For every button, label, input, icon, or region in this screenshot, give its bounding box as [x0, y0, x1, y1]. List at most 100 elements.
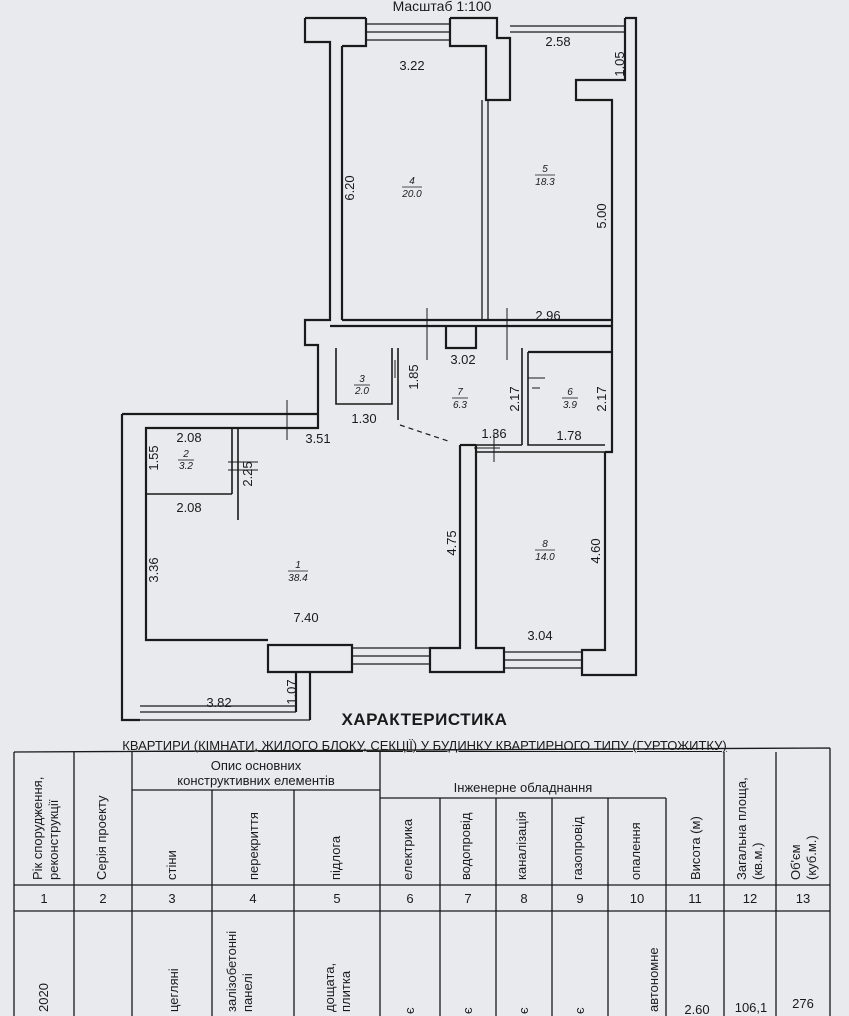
header-construct-line2: конструктивних елементів — [177, 773, 335, 788]
column-number: 8 — [520, 891, 527, 906]
header-area-line1: Загальна площа, — [734, 777, 749, 880]
dimension-label: 1.85 — [406, 364, 421, 389]
window-balcony — [140, 705, 310, 721]
dimension-label: 2.08 — [176, 430, 201, 445]
dimension-label: 3.36 — [146, 557, 161, 582]
header-walls: стіни — [164, 850, 179, 880]
cell-volume: 276 — [792, 996, 814, 1011]
table-frame — [13, 747, 831, 1016]
dimension-label: 1.30 — [351, 411, 376, 426]
window-room5 — [510, 25, 625, 33]
wall-pillar-top — [448, 16, 512, 102]
column-number: 1 — [40, 891, 47, 906]
dimension-label: 2.08 — [176, 500, 201, 515]
window-room8 — [504, 651, 582, 669]
column-number: 13 — [796, 891, 810, 906]
room-area: 18.3 — [535, 177, 555, 188]
wall-room8-top — [476, 444, 605, 453]
cell-water: є — [460, 1007, 475, 1014]
dimension-label: 5.00 — [594, 203, 609, 228]
column-number: 3 — [168, 891, 175, 906]
wall-room6 — [521, 348, 605, 446]
header-height: Висота (м) — [688, 816, 703, 880]
table-column-lines — [73, 752, 777, 1016]
dimension-label: 7.40 — [293, 610, 318, 625]
dimension-label: 6.20 — [342, 175, 357, 200]
wall-room3 — [335, 348, 393, 405]
cell-floor-line2: плитка — [338, 970, 353, 1012]
cell-heating: автономне — [646, 947, 661, 1012]
room-label-8: 8 14.0 — [535, 539, 555, 563]
door-marks-3 — [474, 432, 500, 462]
room-area: 2.0 — [354, 386, 369, 397]
room-number: 2 — [182, 449, 189, 460]
dimension-label: 4.75 — [444, 530, 459, 555]
header-year-line2: реконструкції — [46, 799, 61, 880]
room-area: 6.3 — [453, 400, 467, 411]
door-marks-2 — [228, 377, 545, 471]
column-number: 11 — [688, 891, 702, 906]
room-label-7: 7 6.3 — [452, 387, 468, 411]
wall-balcony-east — [294, 672, 312, 720]
column-number: 12 — [743, 891, 757, 906]
header-gas: газопровід — [570, 816, 585, 880]
cell-year: 2020 — [36, 983, 51, 1012]
dimension-label: 1.36 — [481, 426, 506, 441]
room-area: 38.4 — [288, 573, 308, 584]
door-marks — [286, 308, 508, 440]
window-room1 — [352, 647, 430, 665]
cell-walls: цегляні — [166, 968, 181, 1012]
dimension-label: 2.25 — [240, 461, 255, 486]
wall-room4-inner-west — [340, 18, 368, 320]
document-title: ХАРАКТЕРИСТИКА — [341, 710, 508, 729]
cell-height: 2.60 — [684, 1002, 709, 1016]
dimension-label: 1.78 — [556, 428, 581, 443]
cell-floors-line1: залізобетонні — [224, 931, 239, 1012]
header-construct-line1: Опис основних — [211, 758, 302, 773]
partition-4-5 — [481, 100, 489, 320]
header-series: Серія проекту — [94, 795, 109, 880]
column-number: 7 — [464, 891, 471, 906]
cell-electric: є — [402, 1007, 417, 1014]
window-room4 — [366, 23, 450, 41]
room-area: 20.0 — [401, 189, 422, 200]
column-number: 5 — [333, 891, 340, 906]
wall-room2 — [146, 428, 239, 520]
dimension-label: 3.22 — [399, 58, 424, 73]
header-engineering: Інженерне обладнання — [454, 780, 593, 795]
dimension-label: 1.07 — [284, 679, 299, 704]
room-area: 3.9 — [563, 400, 577, 411]
column-number: 4 — [249, 891, 256, 906]
dimension-label: 3.02 — [450, 352, 475, 367]
wall-room1 — [144, 418, 320, 642]
header-sewer: каналізація — [514, 811, 529, 880]
wall-rooms-4-5-bottom — [330, 318, 612, 328]
room-number: 5 — [542, 164, 548, 175]
header-year-line1: Рік спорудження, — [30, 777, 45, 880]
header-heating: опалення — [628, 822, 643, 880]
column-number: 10 — [630, 891, 644, 906]
room-number: 6 — [567, 387, 573, 398]
dimension-label: 2.17 — [507, 386, 522, 411]
dimension-label: 3.51 — [305, 431, 330, 446]
room-label-6: 6 3.9 — [562, 387, 578, 411]
wall-west-upper — [303, 16, 366, 418]
room-number: 3 — [359, 374, 365, 385]
wall-east-upper-outer — [625, 16, 638, 80]
wall-east-upper — [574, 18, 627, 325]
dimension-label: 2.58 — [545, 34, 570, 49]
dimension-label: 1.55 — [146, 445, 161, 470]
room-label-5: 5 18.3 — [535, 164, 555, 188]
room-number: 4 — [409, 176, 415, 187]
wall-pillar-bottom — [266, 643, 354, 674]
cell-floors-line2: панелі — [240, 973, 255, 1012]
room-number: 7 — [457, 387, 463, 398]
wall-east-lower — [580, 80, 638, 677]
column-number: 6 — [406, 891, 413, 906]
dimension-label: 3.04 — [527, 628, 552, 643]
header-volume-line1: Об'єм — [788, 844, 803, 880]
wall-pillar-mid — [444, 326, 478, 350]
room-label-1: 1 38.4 — [288, 560, 308, 584]
